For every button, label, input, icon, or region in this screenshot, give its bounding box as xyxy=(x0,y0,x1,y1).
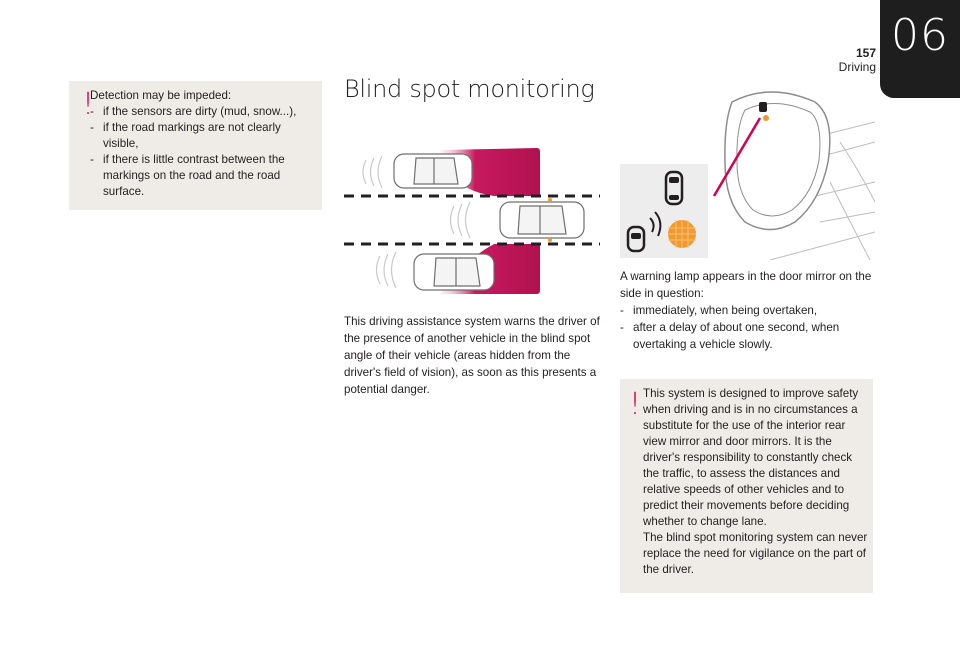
chapter-number: 06 xyxy=(891,10,949,61)
page-title: Blind spot monitoring xyxy=(344,75,595,103)
section-name: Driving xyxy=(838,60,876,74)
door-mirror-glass xyxy=(736,102,821,217)
safety-paragraph-1: This system is designed to improve safet… xyxy=(643,387,859,528)
list-item: -if the sensors are dirty (mud, snow...)… xyxy=(90,105,297,118)
list-item: -if there is little contrast between the… xyxy=(90,153,285,198)
detection-intro: Detection may be impeded: xyxy=(90,89,232,102)
vehicle-upper-lane xyxy=(393,153,473,189)
list-item: -after a delay of about one second, when… xyxy=(620,321,840,351)
system-description: This driving assistance system warns the… xyxy=(344,315,600,396)
vehicle-own-lane xyxy=(499,198,585,242)
mirror-warning-lamp-icon xyxy=(759,102,769,121)
list-item: -if the road markings are not clearly vi… xyxy=(90,121,281,150)
safety-notice-text: This system is designed to improve safet… xyxy=(643,386,871,578)
vehicle-lower-lane xyxy=(413,253,495,291)
safety-paragraph-2: The blind spot monitoring system can nev… xyxy=(643,531,868,576)
page-number: 157 xyxy=(855,46,876,60)
warning-exclamation-icon: ! xyxy=(82,87,95,122)
callout-line xyxy=(712,117,762,197)
detection-notice: ! Detection may be impeded: -if the sens… xyxy=(69,81,322,210)
warning-exclamation-icon: ! xyxy=(629,387,642,422)
mirror-intro: A warning lamp appears in the door mirro… xyxy=(620,270,872,300)
orange-warning-lamp-icon xyxy=(668,220,696,248)
door-mirror-warning-illustration xyxy=(620,91,875,260)
chapter-tab: 06 xyxy=(880,0,960,98)
mirror-warning-text: A warning lamp appears in the door mirro… xyxy=(620,268,875,353)
blind-spot-zones-illustration xyxy=(344,148,600,294)
list-item: -immediately, when being overtaken, xyxy=(620,304,818,317)
warning-lamp-inset xyxy=(620,164,708,258)
detection-notice-text: Detection may be impeded: -if the sensor… xyxy=(90,88,318,200)
car-symbol-icon xyxy=(626,170,684,253)
safety-notice: ! This system is designed to improve saf… xyxy=(620,379,873,593)
